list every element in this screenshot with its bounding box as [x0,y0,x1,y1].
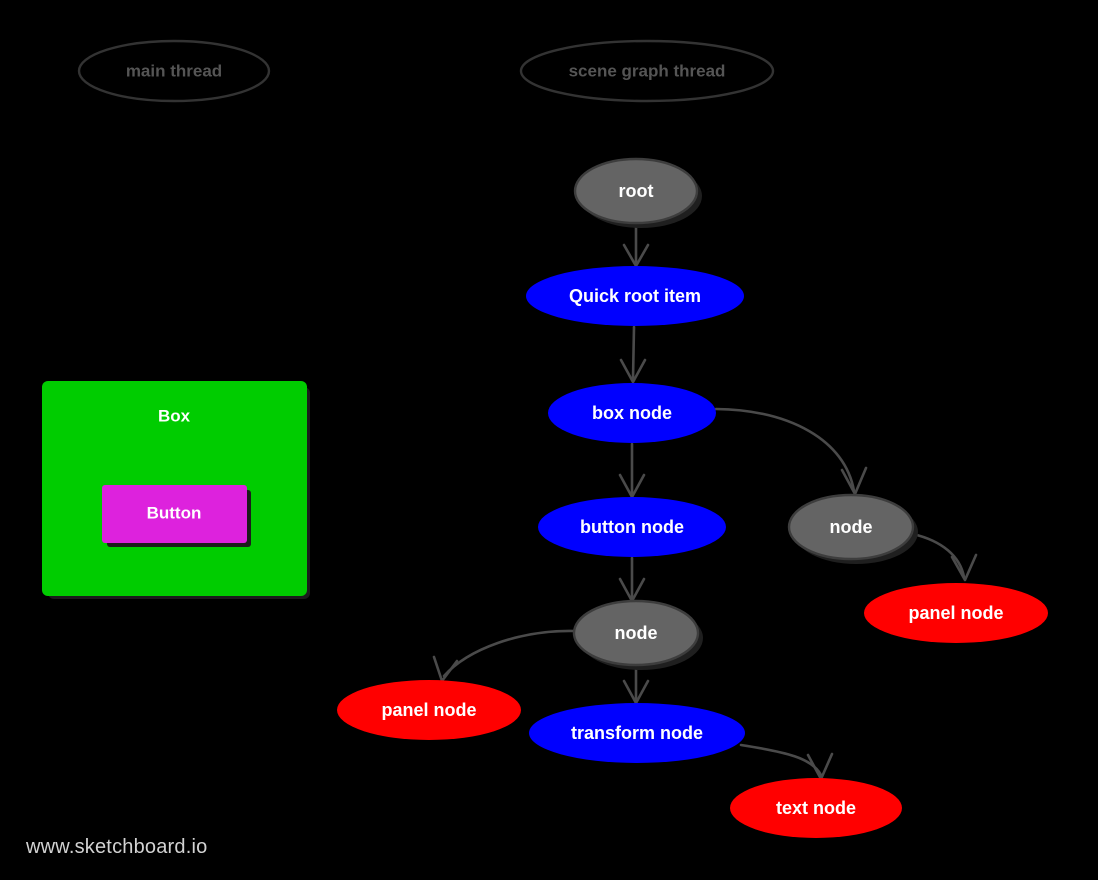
edge-mid-node-to-transform-node [622,663,650,705]
thread-ellipse-main [77,39,271,103]
node-right-panel-node-ellipse[interactable] [864,583,1048,643]
node-mid-node[interactable]: node [572,599,703,670]
thread-label-scene-graph: scene graph thread [569,61,726,80]
node-right-node[interactable]: node [787,493,918,564]
node-text-node[interactable]: text node [730,778,902,838]
node-box-node[interactable]: box node [548,383,716,443]
thread-ellipse-scene-graph [519,39,775,103]
node-text-node-ellipse[interactable] [730,778,902,838]
edge-box-node-to-button-node [618,442,646,499]
button-label: Button [147,503,202,522]
node-left-panel-node-label: panel node [381,700,476,720]
node-left-panel-node-ellipse[interactable] [337,680,521,740]
node-group: root Quick root item box node button nod… [337,157,1048,838]
node-button-node-ellipse[interactable] [538,497,726,557]
thread-group: main thread scene graph thread [77,39,775,103]
node-left-panel-node[interactable]: panel node [337,680,521,740]
edge-transform-node-to-text-node [739,743,834,781]
node-right-node-label: node [830,517,873,537]
node-right-panel-node-label: panel node [908,603,1003,623]
edge-right-node-to-right-panel-node [911,532,978,582]
node-quick-root-item-ellipse[interactable] [526,266,744,326]
node-button-node[interactable]: button node [538,497,726,557]
node-right-node-ellipse[interactable] [787,493,915,561]
node-text-node-label: text node [776,798,856,818]
node-transform-node-label: transform node [571,723,703,743]
node-quick-root-item[interactable]: Quick root item [526,266,744,326]
button-shape[interactable]: Button [102,485,251,547]
button-rect[interactable] [102,485,247,543]
box-label: Box [158,406,191,425]
edge-box-node-to-right-node [714,407,868,496]
thread-label-main: main thread [126,61,222,80]
edge-quick-root-item-to-box-node [619,325,647,384]
node-quick-root-item-label: Quick root item [569,286,701,306]
node-box-node-label: box node [592,403,672,423]
node-transform-node[interactable]: transform node [529,703,745,763]
node-root[interactable]: root [573,157,702,228]
node-button-node-label: button node [580,517,684,537]
node-root-label: root [619,181,654,201]
node-root-ellipse[interactable] [573,157,699,225]
edge-button-node-to-mid-node [618,556,646,603]
node-mid-node-ellipse[interactable] [572,599,700,667]
node-mid-node-label: node [615,623,658,643]
node-right-panel-node[interactable]: panel node [864,583,1048,643]
edge-mid-node-to-left-panel-node [432,629,576,683]
watermark: www.sketchboard.io [26,836,208,858]
node-box-node-ellipse[interactable] [548,383,716,443]
node-transform-node-ellipse[interactable] [529,703,745,763]
edge-root-to-quick-root-item [622,222,650,268]
